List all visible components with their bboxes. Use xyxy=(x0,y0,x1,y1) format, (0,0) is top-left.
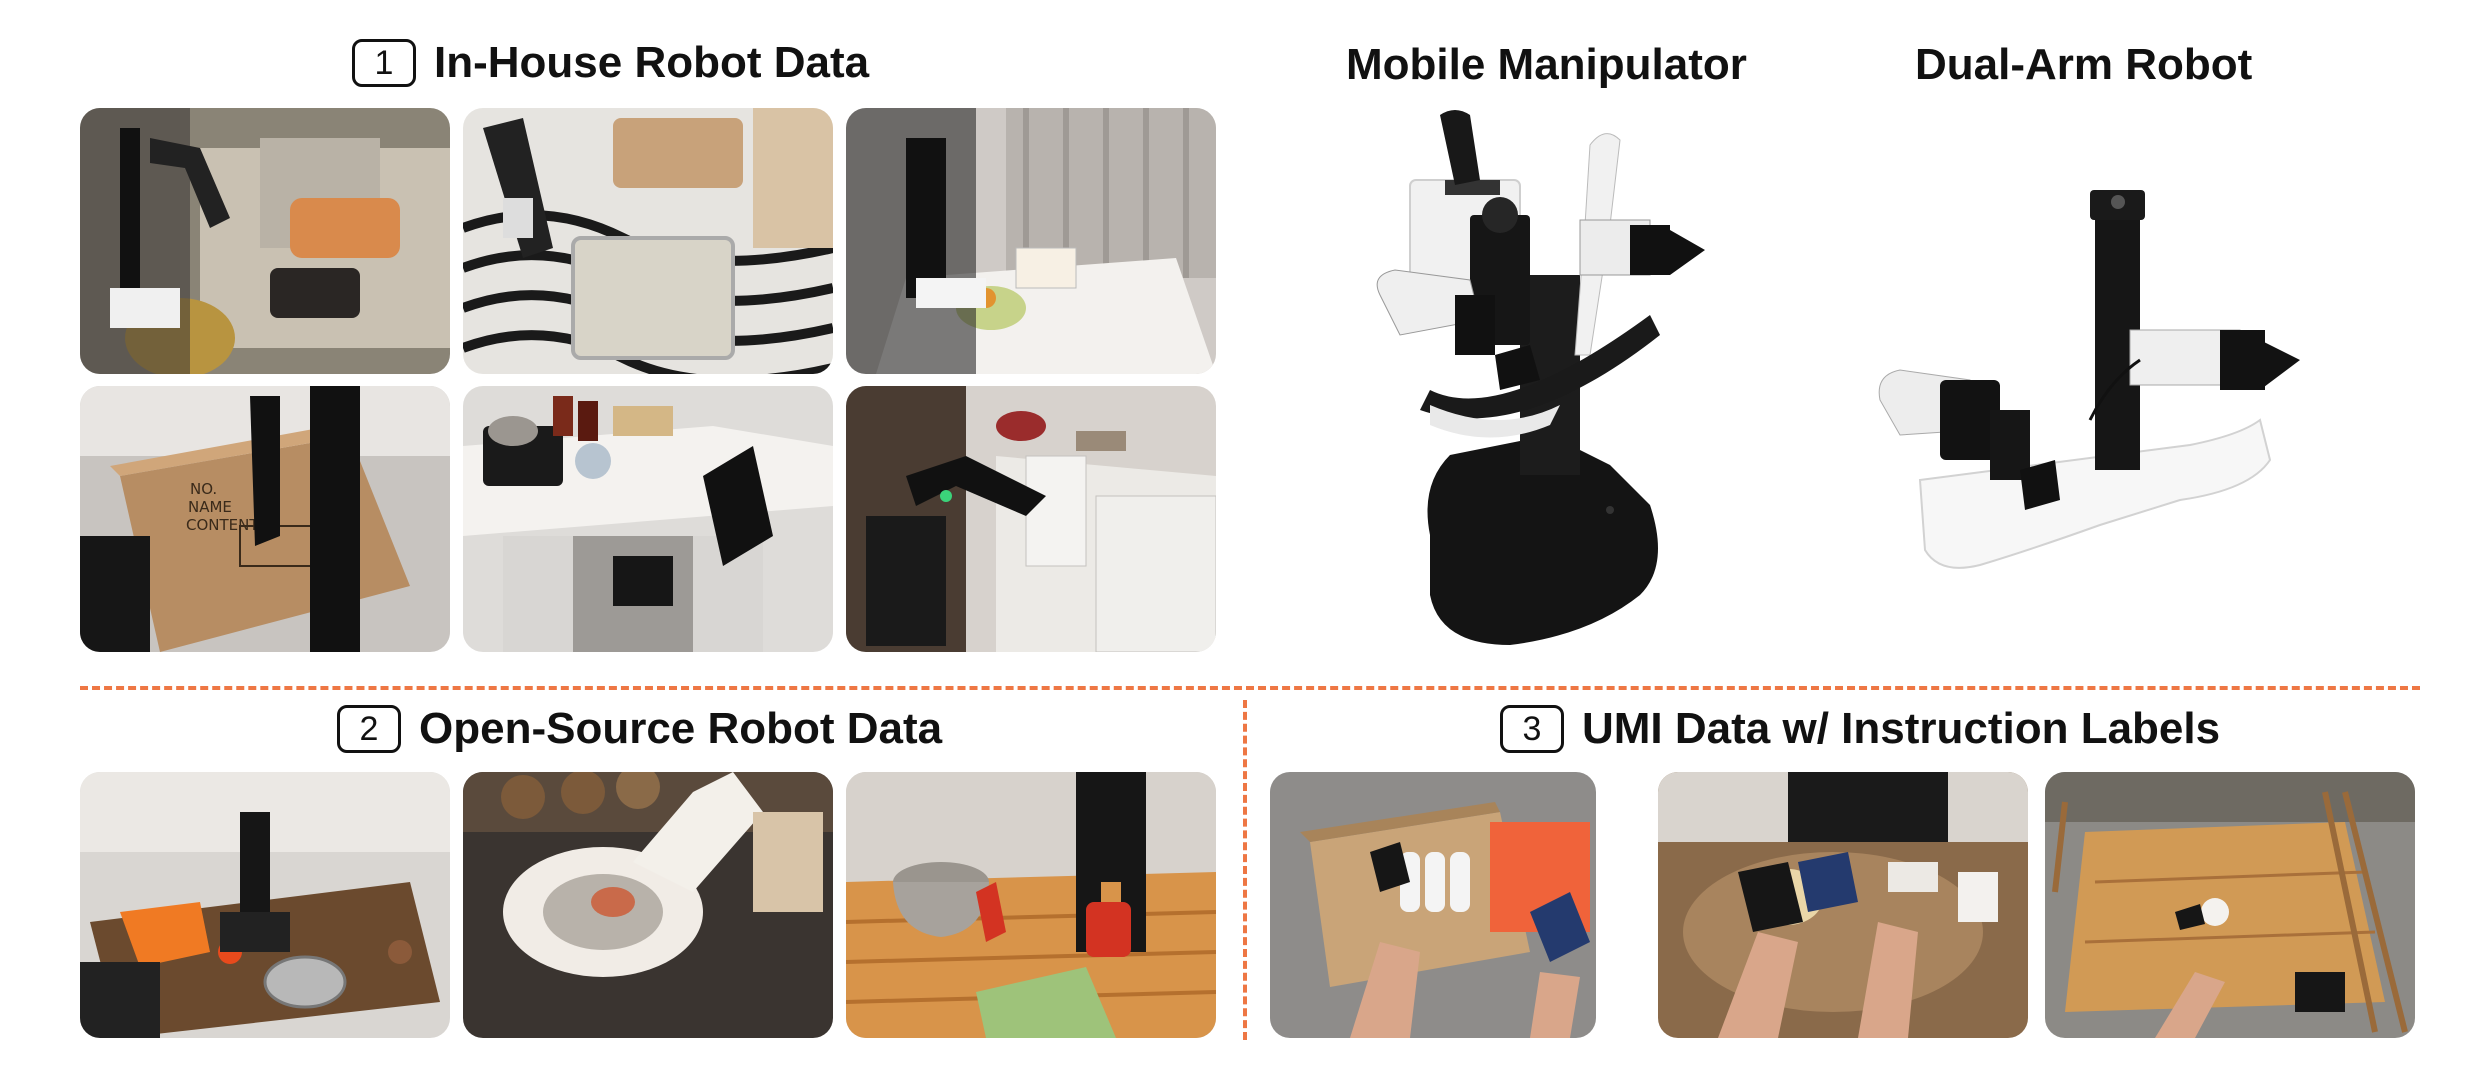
section-heading-in-house: 1 In-House Robot Data xyxy=(352,38,869,88)
section-title: Open-Source Robot Data xyxy=(419,704,943,753)
section-heading-umi: 3 UMI Data w/ Instruction Labels xyxy=(1500,704,2220,754)
section-number-badge: 3 xyxy=(1500,705,1564,753)
section-divider-vertical xyxy=(1243,700,1247,1040)
umi-photo-desk-monitor xyxy=(1658,772,2028,1038)
section-divider-horizontal xyxy=(80,686,2420,690)
box-label-name: NAME xyxy=(188,498,232,516)
in-house-photo-kitchen-cabinet xyxy=(463,386,833,652)
umi-photo-wooden-table xyxy=(2045,772,2415,1038)
robot-title-dual-arm: Dual-Arm Robot xyxy=(1915,40,2253,89)
open-source-photo-gripper-pot xyxy=(846,772,1216,1038)
umi-photo-cutlery-box xyxy=(1270,772,1596,1038)
in-house-photo-cardboard-box: NO. NAME CONTENTS xyxy=(80,386,450,652)
box-label-contents: CONTENTS xyxy=(186,516,268,534)
section-number-badge: 1 xyxy=(352,39,416,87)
open-source-photo-desk-pan xyxy=(80,772,450,1038)
mobile-manipulator-robot-figure xyxy=(1376,110,1705,645)
section-number-badge: 2 xyxy=(337,705,401,753)
in-house-photo-basket-rug xyxy=(463,108,833,374)
section-heading-open-source: 2 Open-Source Robot Data xyxy=(337,704,942,754)
in-house-photo-sofa xyxy=(80,108,450,374)
box-label-no: NO. xyxy=(190,480,217,498)
section-title: In-House Robot Data xyxy=(434,38,870,87)
in-house-photo-open-cupboard xyxy=(846,386,1216,652)
dual-arm-robot-figure xyxy=(1878,190,2300,569)
robot-title-mobile-manipulator: Mobile Manipulator xyxy=(1346,40,1747,89)
open-source-photo-cloth-bowl xyxy=(463,772,833,1038)
in-house-photo-table-fruit xyxy=(846,108,1216,374)
section-title: UMI Data w/ Instruction Labels xyxy=(1582,704,2221,753)
